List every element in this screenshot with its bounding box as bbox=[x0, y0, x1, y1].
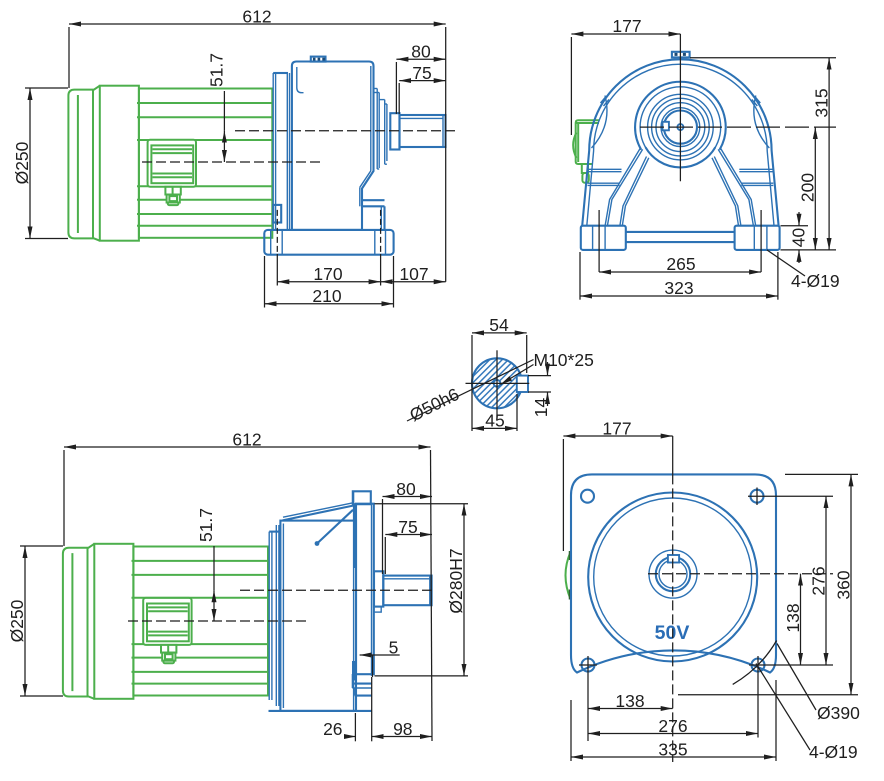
svg-text:612: 612 bbox=[242, 6, 271, 26]
svg-text:Ø390: Ø390 bbox=[817, 703, 860, 723]
svg-text:276: 276 bbox=[658, 716, 687, 736]
svg-text:138: 138 bbox=[615, 691, 644, 711]
svg-text:50V: 50V bbox=[655, 622, 690, 644]
svg-text:4-Ø19: 4-Ø19 bbox=[791, 271, 840, 291]
svg-text:138: 138 bbox=[783, 603, 803, 632]
svg-text:276: 276 bbox=[808, 566, 828, 595]
svg-text:315: 315 bbox=[811, 88, 831, 117]
svg-text:98: 98 bbox=[393, 719, 412, 739]
svg-text:51.7: 51.7 bbox=[207, 53, 227, 87]
svg-text:Ø250: Ø250 bbox=[7, 599, 27, 642]
svg-text:265: 265 bbox=[666, 254, 695, 274]
svg-text:Ø280H7: Ø280H7 bbox=[446, 548, 466, 613]
svg-text:612: 612 bbox=[232, 429, 261, 449]
svg-text:M10*25: M10*25 bbox=[534, 350, 594, 370]
svg-text:210: 210 bbox=[312, 286, 341, 306]
svg-text:323: 323 bbox=[664, 278, 693, 298]
svg-text:80: 80 bbox=[396, 479, 416, 499]
svg-text:51.7: 51.7 bbox=[196, 508, 216, 542]
svg-text:14: 14 bbox=[531, 398, 551, 418]
svg-text:54: 54 bbox=[489, 315, 509, 335]
svg-text:75: 75 bbox=[412, 63, 431, 83]
svg-text:5: 5 bbox=[389, 637, 399, 657]
svg-text:Ø250: Ø250 bbox=[12, 141, 32, 184]
svg-text:177: 177 bbox=[602, 418, 631, 438]
svg-text:40: 40 bbox=[789, 228, 809, 248]
svg-text:170: 170 bbox=[313, 264, 342, 284]
svg-text:177: 177 bbox=[612, 16, 641, 36]
svg-text:80: 80 bbox=[411, 41, 431, 61]
svg-text:26: 26 bbox=[323, 719, 342, 739]
svg-text:200: 200 bbox=[798, 173, 818, 202]
svg-text:107: 107 bbox=[399, 264, 428, 284]
svg-text:335: 335 bbox=[658, 739, 687, 759]
svg-text:360: 360 bbox=[833, 570, 853, 599]
svg-text:4-Ø19: 4-Ø19 bbox=[809, 742, 858, 762]
svg-text:75: 75 bbox=[398, 517, 417, 537]
svg-text:45: 45 bbox=[485, 411, 504, 431]
